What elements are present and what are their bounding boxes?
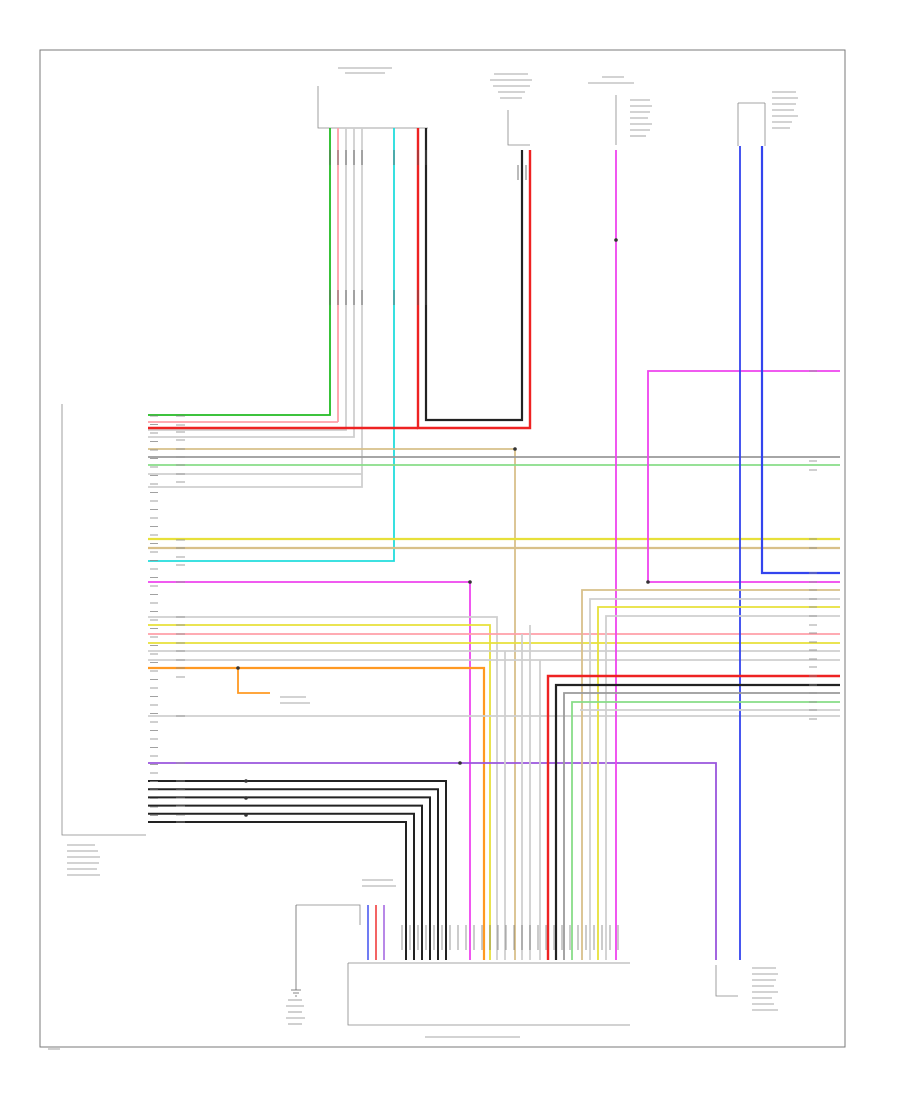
wire-black-bus [148, 812, 415, 960]
lower-right-unit-outline [715, 965, 738, 997]
wire-black-bus [148, 821, 407, 960]
dot-icon [236, 666, 240, 670]
dot-icon [244, 813, 248, 817]
wire-orange-branch [237, 668, 270, 694]
dot-icon [513, 447, 517, 451]
wire-green [148, 128, 331, 416]
wire-lightgreen-right-2 [571, 701, 840, 960]
wire-black-bus [148, 804, 423, 960]
wire-yellow-down [148, 624, 491, 960]
wire-harness [148, 128, 840, 960]
diagram-frame [39, 49, 846, 1048]
top-connector-outline [317, 86, 428, 129]
component-label-marks [48, 67, 798, 1050]
wire-red-right [546, 674, 840, 960]
wire-orange [148, 666, 486, 960]
wire-black-loop [424, 128, 524, 422]
wire-yellow-right-3 [597, 606, 840, 960]
wire-light-right-5 [605, 615, 840, 960]
dot-icon [244, 796, 248, 800]
wire-cyan [148, 128, 395, 562]
control-unit-outline [507, 110, 530, 146]
dot-icon [468, 580, 472, 584]
wire-black-bus [148, 788, 439, 960]
splice-points [236, 238, 650, 817]
wire-light-2 [148, 128, 363, 488]
ground-icon [291, 905, 301, 997]
wire-light-right-4 [589, 598, 840, 960]
ground-lead-outline [296, 904, 361, 925]
pin-labels [150, 370, 817, 823]
main-unit-outline [61, 404, 146, 836]
wire-black-bus [148, 796, 431, 960]
wire-light-down [148, 616, 498, 960]
wire-black-right [554, 683, 840, 960]
wire-violet [148, 762, 717, 960]
dot-icon [244, 779, 248, 783]
wire-light [148, 128, 355, 438]
wire-gray [148, 128, 347, 431]
bottom-unit-outline [347, 962, 630, 1026]
wire-gray-right-2 [563, 692, 840, 960]
right-unit-outline [737, 102, 766, 146]
wire-magenta-right [647, 370, 840, 583]
component-outlines [61, 86, 766, 1026]
dot-icon [614, 238, 618, 242]
dot-icon [458, 761, 462, 765]
dot-icon [646, 580, 650, 584]
wire-red-loop [416, 128, 532, 430]
wire-tan-right-2 [581, 589, 840, 960]
